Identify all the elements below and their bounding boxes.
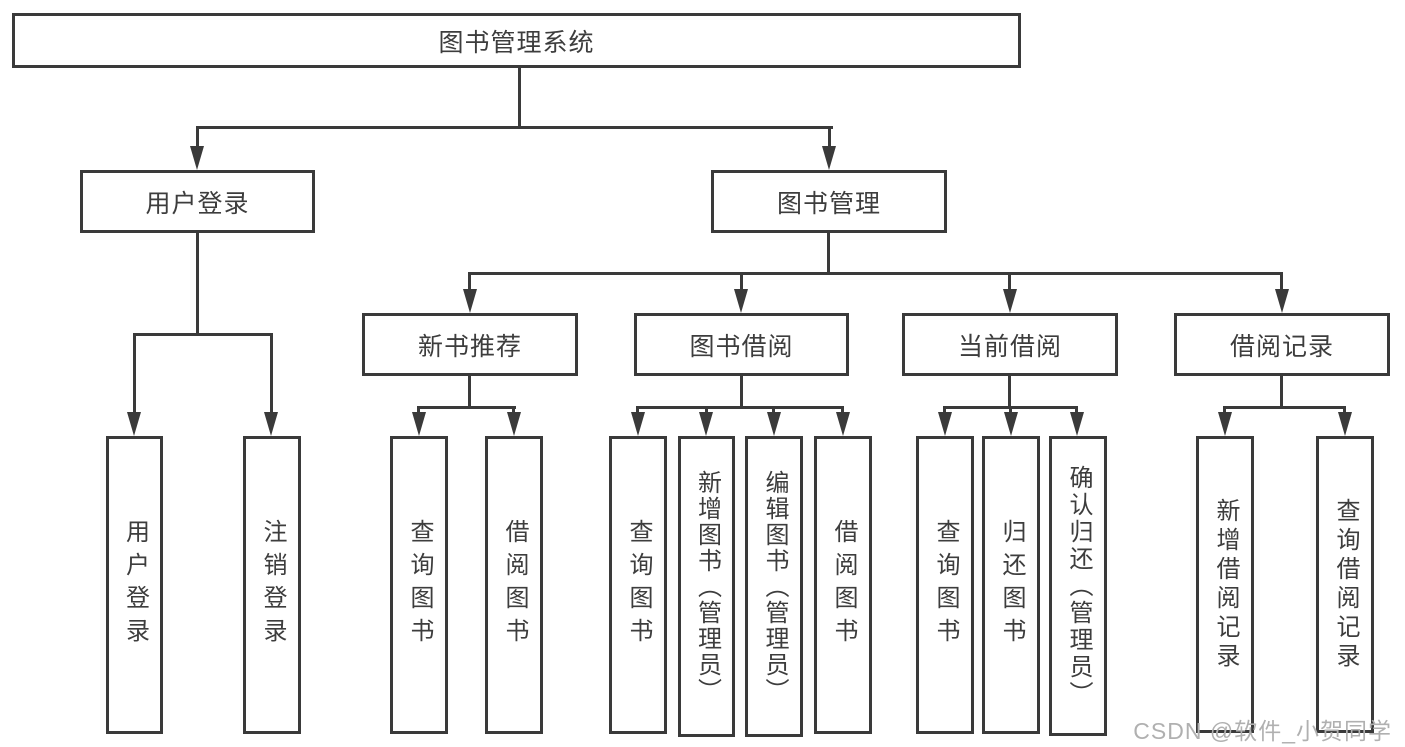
connector-line (1009, 406, 1012, 414)
node-root: 图书管理系统 (12, 13, 1021, 68)
node-current-borrow: 当前借阅 (902, 313, 1118, 376)
node-current-borrow-label: 当前借阅 (957, 332, 1062, 361)
arrow-down-icon (734, 289, 748, 313)
arrow-down-icon (1004, 412, 1018, 436)
connector-line (827, 233, 830, 275)
arrow-down-icon (699, 412, 713, 436)
connector-line (828, 126, 831, 150)
connector-line (133, 333, 136, 414)
leaf-user-login: 用户登录 (106, 436, 163, 734)
node-book-borrow: 图书借阅 (634, 313, 849, 376)
connector-line (468, 272, 1283, 275)
arrow-down-icon (412, 412, 426, 436)
leaf-borrow-books-recommend: 借阅图书 (485, 436, 543, 734)
leaf-add-book-admin: 新增图书（管理员） (678, 436, 735, 737)
arrow-down-icon (1338, 412, 1352, 436)
leaf-confirm-return-admin: 确认归还（管理员） (1049, 436, 1107, 736)
connector-line (417, 406, 420, 414)
leaf-edit-book-admin: 编辑图书（管理员） (745, 436, 803, 737)
connector-line (1008, 376, 1011, 409)
arrow-down-icon (822, 146, 836, 170)
arrow-down-icon (938, 412, 952, 436)
connector-line (740, 272, 743, 291)
connector-line (1343, 406, 1346, 414)
leaf-borrow-books: 借阅图书 (814, 436, 872, 734)
connector-line (705, 406, 708, 414)
connector-line (417, 406, 516, 409)
arrow-down-icon (127, 412, 141, 436)
arrow-down-icon (1218, 412, 1232, 436)
node-root-label: 图书管理系统 (438, 28, 595, 57)
connector-line (468, 272, 471, 291)
connector-line (196, 233, 199, 336)
connector-line (1223, 406, 1346, 409)
arrow-down-icon (507, 412, 521, 436)
leaf-query-books-current: 查询图书 (916, 436, 974, 734)
node-book-management-label: 图书管理 (776, 189, 881, 218)
connector-line (270, 333, 273, 414)
connector-line (1280, 272, 1283, 291)
connector-line (133, 333, 273, 336)
node-borrow-records: 借阅记录 (1174, 313, 1390, 376)
arrow-down-icon (463, 289, 477, 313)
arrow-down-icon (631, 412, 645, 436)
node-book-borrow-label: 图书借阅 (689, 332, 794, 361)
connector-line (1008, 272, 1011, 291)
node-user-login: 用户登录 (80, 170, 315, 233)
connector-line (468, 376, 471, 409)
arrow-down-icon (1275, 289, 1289, 313)
node-new-book-recommend: 新书推荐 (362, 313, 578, 376)
arrow-down-icon (836, 412, 850, 436)
leaf-query-borrow-record: 查询借阅记录 (1316, 436, 1374, 733)
connector-line (1280, 376, 1283, 409)
connector-line (772, 406, 775, 414)
leaf-logout: 注销登录 (243, 436, 301, 734)
leaf-add-borrow-record: 新增借阅记录 (1196, 436, 1254, 733)
connector-line (636, 406, 639, 414)
connector-line (841, 406, 844, 414)
watermark: CSDN @软件_小贺同学 (1133, 718, 1392, 744)
connector-line (518, 68, 521, 129)
connector-line (740, 376, 743, 409)
connector-line (1075, 406, 1078, 414)
node-new-book-recommend-label: 新书推荐 (417, 332, 522, 361)
connector-line (636, 406, 844, 409)
connector-line (196, 126, 833, 129)
connector-line (943, 406, 946, 414)
connector-line (512, 406, 515, 414)
arrow-down-icon (264, 412, 278, 436)
node-borrow-records-label: 借阅记录 (1229, 332, 1334, 361)
connector-line (1223, 406, 1226, 414)
leaf-query-books-borrow: 查询图书 (609, 436, 667, 734)
node-book-management: 图书管理 (711, 170, 947, 233)
leaf-return-books: 归还图书 (982, 436, 1040, 734)
arrow-down-icon (1003, 289, 1017, 313)
connector-line (196, 126, 199, 150)
arrow-down-icon (190, 146, 204, 170)
arrow-down-icon (1070, 412, 1084, 436)
leaf-query-books-recommend: 查询图书 (390, 436, 448, 734)
arrow-down-icon (767, 412, 781, 436)
node-user-login-label: 用户登录 (145, 189, 250, 218)
